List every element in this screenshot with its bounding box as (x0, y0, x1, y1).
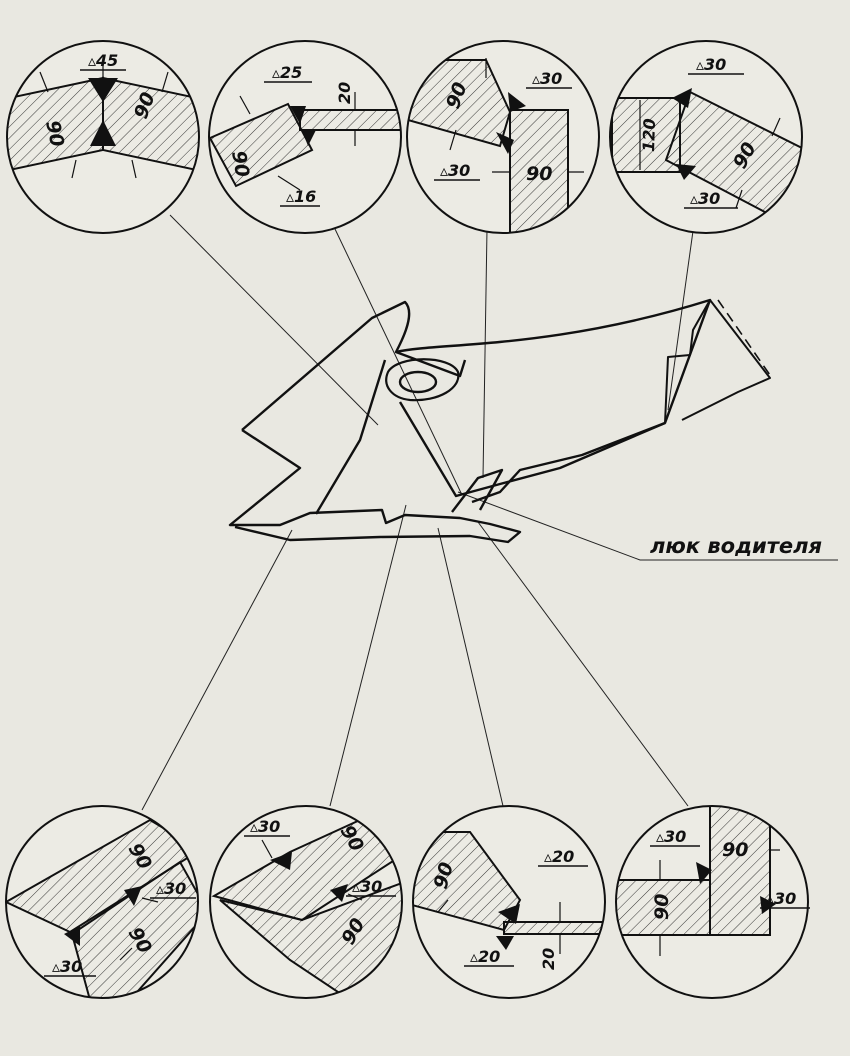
detail-1-plate-left: 90 (41, 118, 68, 148)
detail-1-weld-top: ▵45 (88, 51, 118, 70)
leader-8 (477, 521, 689, 807)
detail-8-plate-b: 90 (651, 894, 673, 920)
detail-5-weld-right: ▵30 (156, 879, 186, 898)
hull-inner-left (314, 359, 387, 515)
detail-2-plate-b: 20 (335, 82, 354, 104)
hull-inner-top (395, 350, 467, 378)
detail-2-weld-top: ▵25 (272, 63, 302, 82)
hull-inner-center (451, 468, 504, 513)
detail-4: ▵30 120 90 ▵30 (609, 40, 803, 234)
detail-7-plate-b: 20 (539, 948, 558, 970)
caption-leader (457, 491, 838, 561)
leader-lines (141, 214, 838, 811)
leader-6 (329, 504, 407, 807)
detail-2-plate-a: 90 (227, 149, 253, 179)
detail-8-weld-right: ▵30 (766, 889, 796, 908)
detail-2-weld-bottom: ▵16 (286, 187, 316, 206)
detail-7-weld-right: ▵20 (544, 847, 574, 866)
hull-left-lip (228, 428, 522, 544)
detail-3: ▵30 90 ▵30 90 (406, 40, 600, 234)
leader-3 (482, 228, 488, 479)
leader-5 (141, 529, 293, 811)
hull-inner-mid (398, 401, 666, 498)
detail-5: 90 ▵30 90 ▵30 (5, 805, 199, 999)
driver-hatch (398, 370, 438, 394)
detail-2: ▵25 90 20 ▵16 (208, 40, 402, 234)
hull-right-section (664, 299, 771, 424)
detail-6: ▵30 90 ▵30 90 (209, 805, 403, 999)
detail-3-weld-top: ▵30 (532, 69, 562, 88)
detail-1: ▵45 90 90 (6, 40, 200, 234)
detail-4-weld-top: ▵30 (696, 55, 726, 74)
leader-1 (169, 214, 379, 426)
detail-4-plate-a: 120 (639, 118, 659, 152)
detail-7-weld-left: ▵20 (470, 947, 500, 966)
detail-4-weld-bottom: ▵30 (690, 189, 720, 208)
detail-3-plate-b: 90 (526, 163, 552, 185)
detail-8-plate-a: 90 (722, 839, 748, 861)
detail-3-weld-left: ▵30 (440, 161, 470, 180)
detail-6-weld-right: ▵30 (352, 877, 382, 896)
hull-outline (241, 298, 712, 504)
detail-5-weld-bottom: ▵30 (52, 957, 82, 976)
detail-6-weld-top: ▵30 (250, 817, 280, 836)
caption-label: люк водителя (650, 534, 822, 558)
leader-4 (667, 230, 694, 411)
hull-front-drawing (228, 298, 773, 544)
driver-hatch-ring (385, 358, 460, 402)
leader-2 (334, 228, 463, 496)
leader-7 (437, 527, 504, 807)
hull-right-dash (717, 299, 773, 379)
detail-8-weld-top: ▵30 (656, 827, 686, 846)
detail-8: ▵30 90 90 ▵30 (615, 805, 810, 999)
detail-7: 90 ▵20 ▵20 20 (412, 805, 606, 999)
